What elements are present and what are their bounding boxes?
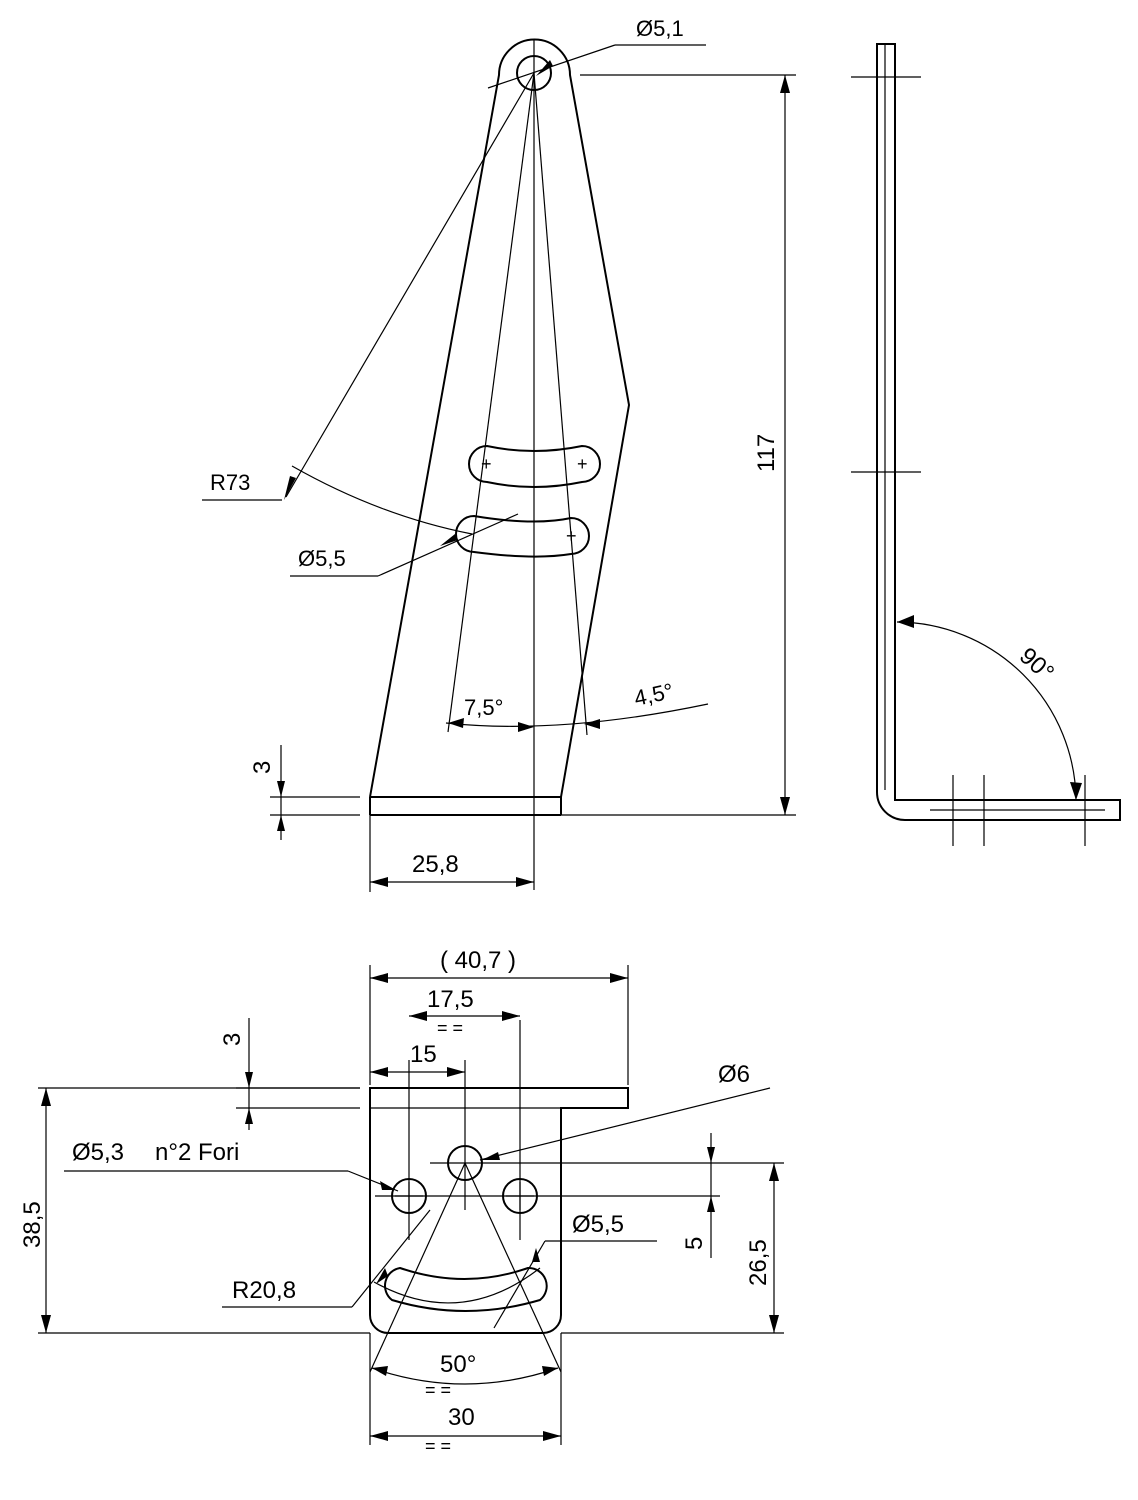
sector-left (369, 1162, 466, 1373)
thickness-arrow (277, 781, 285, 797)
radial-line-right (533, 72, 588, 736)
radius-label: R73 (210, 470, 250, 495)
depth-arrow (41, 1088, 51, 1106)
radial-line-left (447, 72, 535, 733)
slot-angle-arc (371, 1367, 559, 1385)
upper-slot (468, 444, 601, 488)
bottom-base-arrow (370, 1431, 388, 1441)
bottom-base-label: 30 (448, 1404, 475, 1431)
radius-arrow (376, 1268, 388, 1284)
overall-width-label: ( 40,7 ) (440, 947, 516, 974)
vertical-offset-label: 5 (681, 1237, 708, 1250)
hole-height-label: 26,5 (745, 1239, 772, 1286)
slot-angle-arrow (372, 1366, 388, 1376)
slot-angle-arrow (542, 1366, 558, 1376)
r73-arc (291, 465, 473, 535)
center-hole-arrow (482, 1152, 500, 1160)
slot-diameter-label: Ø5,5 (298, 546, 346, 571)
hole-height-arrow (769, 1163, 779, 1181)
slot-angle-eq: = = (425, 1380, 451, 1400)
bracket-outline (369, 38, 631, 798)
bottom-slot-label: Ø5,5 (572, 1211, 624, 1238)
thickness-label: 3 (249, 761, 276, 774)
offset-arrow (370, 1067, 388, 1077)
plate-thk-arrow (245, 1072, 253, 1088)
bottom-base-eq: = = (425, 1436, 451, 1456)
sector-right (464, 1162, 562, 1373)
depth-arrow (41, 1315, 51, 1333)
bottom-radius-label: R20,8 (232, 1277, 296, 1304)
base-arrow-right (516, 877, 534, 887)
radius-leader (351, 1209, 431, 1308)
angle-right-label: 4,5° (632, 678, 676, 711)
side-view: 90° (851, 43, 1121, 846)
bottom-slot-arrow (532, 1248, 540, 1262)
slot-center-mark: + (481, 454, 492, 474)
radius-leader (285, 72, 535, 498)
holes-diameter-label: Ø5,3 (72, 1139, 124, 1166)
base-width-label: 25,8 (412, 851, 459, 878)
vertical-offset-arrow (707, 1147, 715, 1163)
angle-left-label: 7,5° (464, 695, 503, 720)
angle-arc (445, 703, 709, 727)
top-hole-label: Ø5,1 (636, 16, 684, 41)
bend-arrow (897, 615, 914, 628)
slot-arrow (440, 534, 458, 546)
bottom-view: ( 40,7 ) 17,5 = = 15 3 Ø6 Ø5,3 n°2 Fori (19, 947, 784, 1456)
height-arrow-bottom (780, 797, 790, 815)
hole-spacing-eq: = = (437, 1018, 463, 1038)
spacing-arrow (502, 1011, 520, 1021)
height-arrow-top (780, 75, 790, 93)
bend-angle-arc (896, 621, 1077, 801)
bottom-base-arrow (543, 1431, 561, 1441)
depth-label: 38,5 (19, 1201, 46, 1248)
width-arrow (610, 973, 628, 983)
bend-arrow (1070, 782, 1082, 800)
plate-thickness-label: 3 (219, 1033, 246, 1046)
slot-leader (377, 513, 519, 577)
hole-spacing-label: 17,5 (427, 986, 474, 1013)
width-arrow (370, 973, 388, 983)
slot-angle-label: 50° (440, 1351, 476, 1378)
hole-arrow (536, 60, 553, 76)
slot-center-mark: + (566, 526, 577, 546)
angle-arrow (584, 719, 600, 729)
center-hole-label: Ø6 (718, 1061, 750, 1088)
offset-arrow (447, 1067, 465, 1077)
hole-height-arrow (769, 1315, 779, 1333)
holes-arrow (380, 1181, 396, 1190)
side-profile (876, 43, 1121, 821)
base-arrow-left (370, 877, 388, 887)
center-hole-leader (479, 1087, 771, 1161)
slot-center-mark: + (577, 454, 588, 474)
angle-arrow (518, 722, 534, 732)
spacing-arrow (409, 1011, 427, 1021)
r73-arrow (284, 476, 296, 500)
angle-arrow (448, 718, 464, 728)
bend-angle-label: 90° (1014, 642, 1059, 686)
offset-label: 15 (410, 1041, 437, 1068)
plate-thk-arrow (245, 1108, 253, 1124)
front-view: + + + R73 Ø5,5 7,5° 4,5° 117 3 (202, 16, 796, 892)
vertical-offset-arrow (707, 1196, 715, 1212)
thickness-arrow (277, 815, 285, 831)
height-label: 117 (753, 434, 780, 472)
holes-note-label: n°2 Fori (155, 1139, 239, 1166)
curved-slot (384, 1266, 548, 1312)
